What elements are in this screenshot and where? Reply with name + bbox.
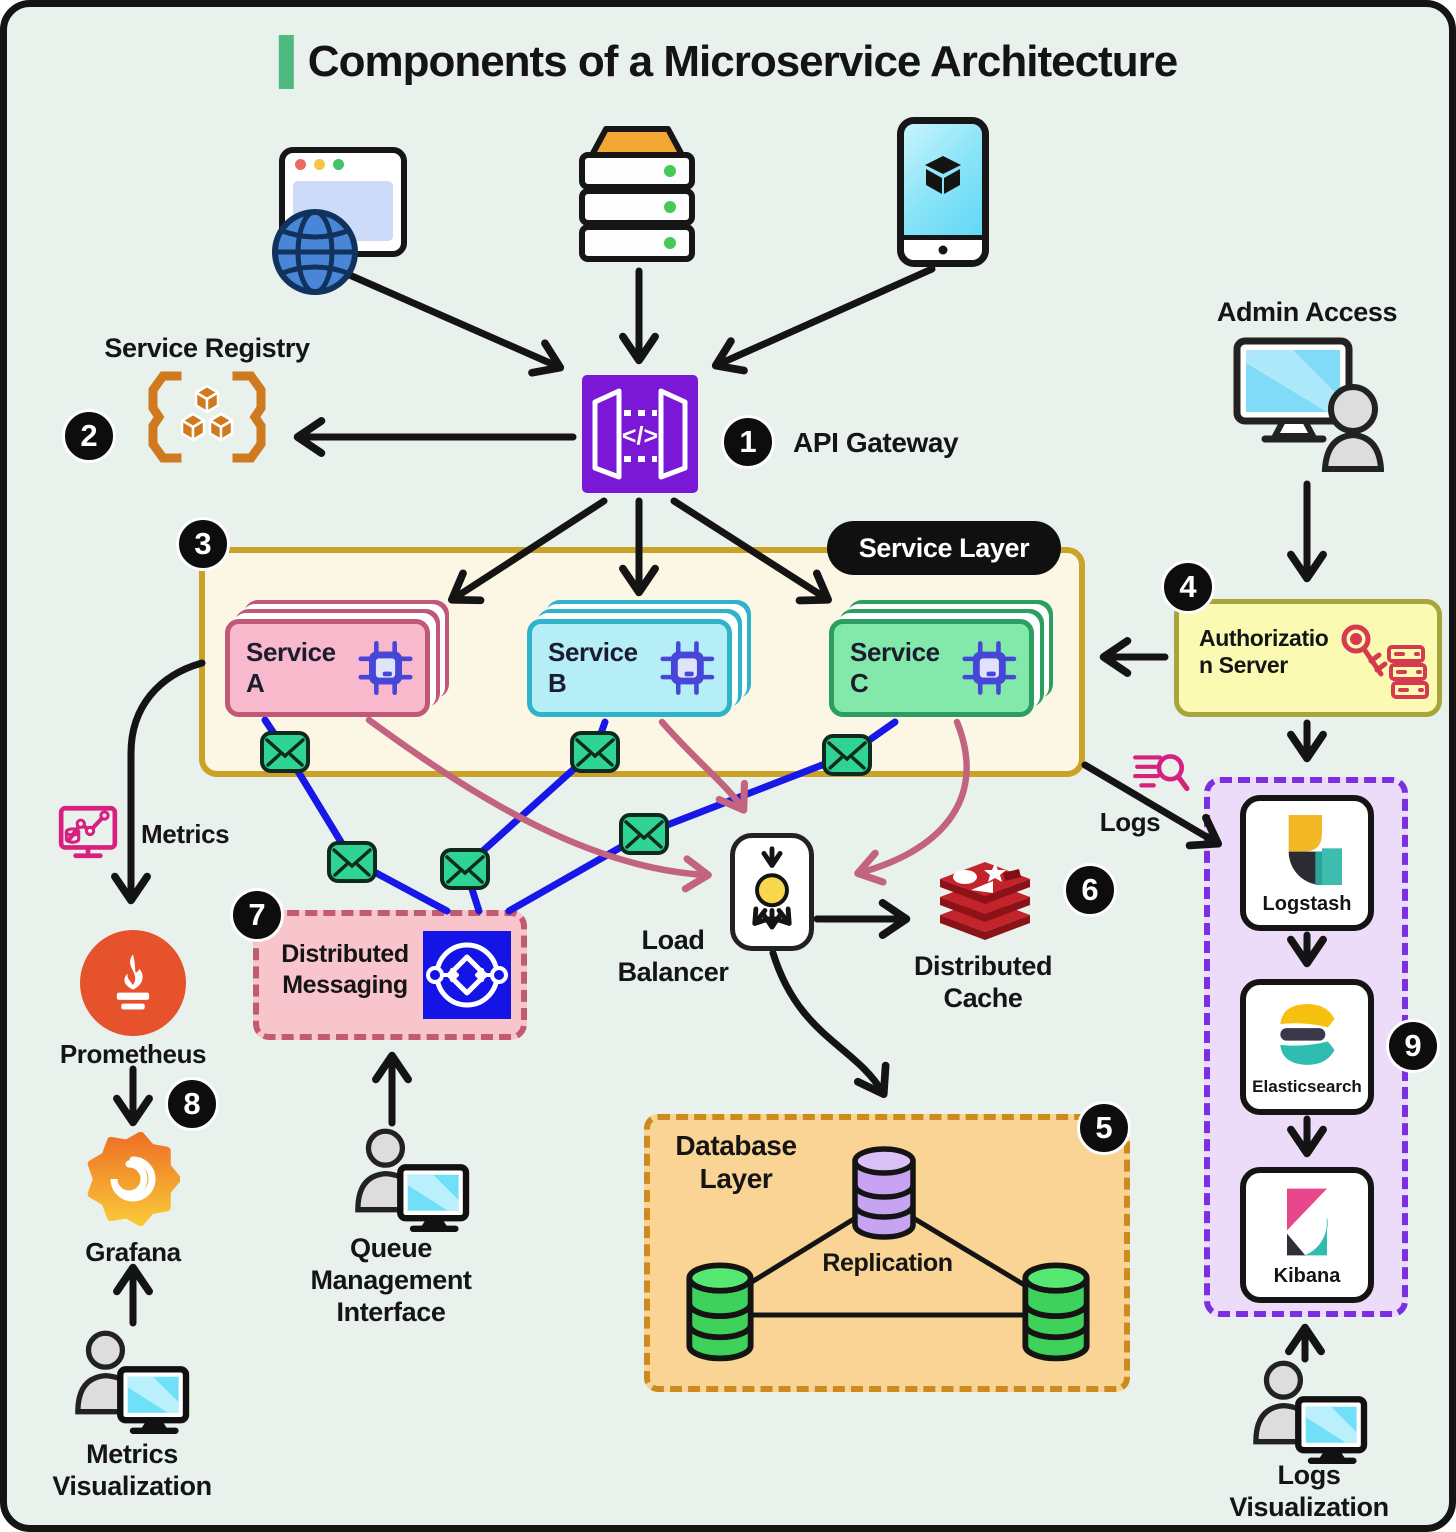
grafana-label: Grafana [85,1237,181,1267]
admin-access-label: Admin Access [1216,297,1398,327]
auth-key-icon [1341,624,1429,699]
badge-9: 9 [1386,1019,1440,1073]
metrics-label: Metrics [141,819,230,849]
prometheus-icon [80,930,186,1036]
api-gateway-icon: </> [582,375,698,493]
logs-search-icon [1133,754,1190,792]
logs-label: Logs [1099,807,1161,837]
badge-6: 6 [1063,863,1117,917]
logs-visualization-label: Logs Visualization [1229,1460,1389,1522]
metrics-visualization-label: Metrics Visualization [52,1439,212,1501]
envelope-icon [619,813,669,855]
envelope-icon [327,841,377,883]
database-layer-label: Database Layer [675,1130,797,1195]
service-c-card: Service C [829,619,1034,717]
server-stack-icon [579,126,695,262]
elasticsearch-logo [1280,1004,1335,1065]
service-registry-label: Service Registry [104,333,310,363]
replica-database-icon [1022,1262,1090,1362]
logs-viz-user-icon [1253,1360,1368,1464]
service-b-card: Service B [527,619,732,717]
kibana-card: Kibana [1240,1167,1374,1303]
page-title: Components of a Microservice Architectur… [278,35,1178,89]
authorization-server-label: Authorization Server [1199,625,1329,679]
badge-1: 1 [721,415,775,469]
metrics-chart-icon [58,805,118,859]
redis-cache-icon [940,862,1030,940]
replication-label: Replication [822,1249,953,1277]
distributed-cache-label: Distributed Cache [913,951,1053,1013]
primary-database-icon [852,1146,916,1240]
service-registry-icon [148,371,266,463]
badge-8: 8 [165,1077,219,1131]
title-accent-bar [278,35,294,89]
phone-chin [904,235,982,260]
badge-3: 3 [176,517,230,571]
service-b-label: Service B [548,637,638,698]
grafana-icon [87,1132,180,1226]
elasticsearch-label: Elasticsearch [1252,1077,1362,1096]
envelope-icon [570,731,620,773]
chip-icon [962,641,1017,695]
envelope-icon [440,848,490,890]
service-layer-pill: Service Layer [827,521,1061,575]
replica-database-icon [686,1262,754,1362]
queue-management-label: Queue Management Interface [310,1233,472,1327]
metrics-viz-user-icon [75,1330,190,1434]
badge-7: 7 [230,888,284,942]
kibana-label: Kibana [1273,1265,1341,1287]
badge-4: 4 [1161,560,1215,614]
chip-icon [358,640,413,696]
browser-traffic-dots [295,159,344,170]
elasticsearch-card: Elasticsearch [1240,979,1374,1115]
chip-icon [660,641,715,695]
title-text: Components of a Microservice Architectur… [307,37,1178,86]
messaging-icon [423,931,511,1019]
logstash-card: Logstash [1240,795,1374,931]
api-gateway-label: API Gateway [793,427,959,458]
globe-icon [272,209,358,295]
logstash-label: Logstash [1262,893,1352,915]
gateway-glyph: </> [622,422,658,450]
envelope-icon [822,734,872,776]
service-a-label: Service A [246,637,336,698]
queue-user-icon [355,1128,470,1232]
cube-icon [925,156,961,194]
logstash-logo [1288,815,1342,885]
badge-2: 2 [62,409,116,463]
admin-monitor-icon [1233,337,1384,472]
load-balancer-label: Load Balancer [617,925,729,987]
kibana-logo [1287,1188,1328,1256]
mobile-client-icon [897,117,989,267]
envelope-icon [260,731,310,773]
service-c-label: Service C [850,637,940,698]
badge-5: 5 [1077,1101,1131,1155]
prometheus-label: Prometheus [59,1039,207,1069]
service-a-card: Service A [225,619,430,717]
distributed-messaging-label: Distributed Messaging [281,940,409,1000]
